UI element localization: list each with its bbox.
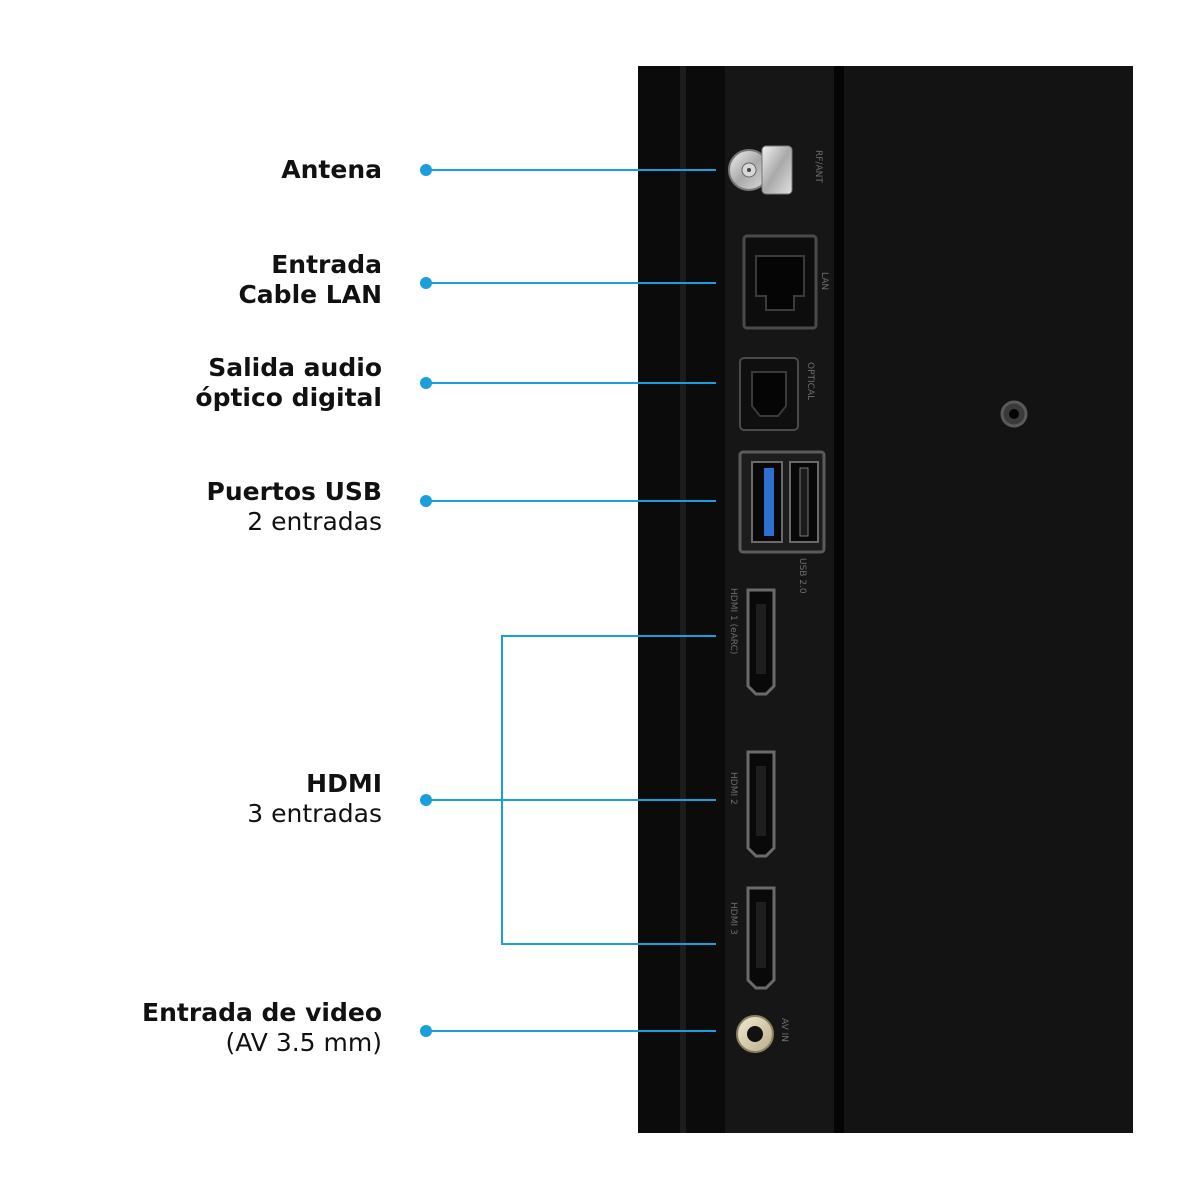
label-hdmi-subtitle: 3 entradas <box>247 799 382 828</box>
marking-optical: OPTICAL <box>805 362 815 400</box>
dot-lan <box>420 277 432 289</box>
marking-lan: LAN <box>819 272 829 290</box>
label-lan-line2: Cable LAN <box>238 280 382 309</box>
label-av-subtitle: (AV 3.5 mm) <box>225 1028 382 1057</box>
screw-hole <box>1009 409 1019 419</box>
panel-edge <box>834 66 844 1133</box>
label-usb: Puertos USB 2 entradas <box>207 477 382 537</box>
marking-antenna: RF/ANT <box>813 150 823 183</box>
tv-back <box>844 66 1133 1133</box>
dot-optical <box>420 377 432 389</box>
hdmi-port-2-icon <box>746 750 776 858</box>
label-lan: Entrada Cable LAN <box>238 250 382 310</box>
marking-usb: USB 2.0 <box>797 558 807 594</box>
label-hdmi: HDMI 3 entradas <box>247 769 382 829</box>
antenna-port-icon <box>728 145 793 195</box>
marking-av: AV IN <box>779 1018 789 1042</box>
optical-port-icon <box>739 357 799 431</box>
lan-port-icon <box>742 234 818 330</box>
label-av-title: Entrada de video <box>142 998 382 1027</box>
dot-usb <box>420 495 432 507</box>
label-usb-subtitle: 2 entradas <box>247 507 382 536</box>
label-antena: Antena <box>281 155 382 185</box>
label-hdmi-title: HDMI <box>306 769 382 798</box>
label-optical: Salida audio óptico digital <box>195 353 382 413</box>
tv-bezel-edge <box>680 66 686 1133</box>
label-optical-line2: óptico digital <box>195 383 382 412</box>
label-av: Entrada de video (AV 3.5 mm) <box>142 998 382 1058</box>
usb-port-icon <box>738 450 826 554</box>
label-usb-title: Puertos USB <box>206 477 382 506</box>
label-optical-line1: Salida audio <box>208 353 382 382</box>
leader-lines <box>426 169 716 1032</box>
label-antena-title: Antena <box>281 155 382 184</box>
marking-hdmi3: HDMI 3 <box>728 902 738 935</box>
hdmi-port-1-icon <box>746 588 776 696</box>
dot-av <box>420 1025 432 1037</box>
hdmi-port-3-icon <box>746 886 776 990</box>
label-lan-line1: Entrada <box>271 250 382 279</box>
dot-hdmi <box>420 794 432 806</box>
dot-antena <box>420 164 432 176</box>
port-panel <box>725 66 835 1133</box>
av-jack-icon <box>736 1015 774 1053</box>
leader-dots <box>420 164 432 1037</box>
marking-hdmi2: HDMI 2 <box>728 772 738 805</box>
leader-hdmi-bracket <box>501 635 716 945</box>
marking-hdmi1: HDMI 1 (eARC) <box>728 588 738 654</box>
